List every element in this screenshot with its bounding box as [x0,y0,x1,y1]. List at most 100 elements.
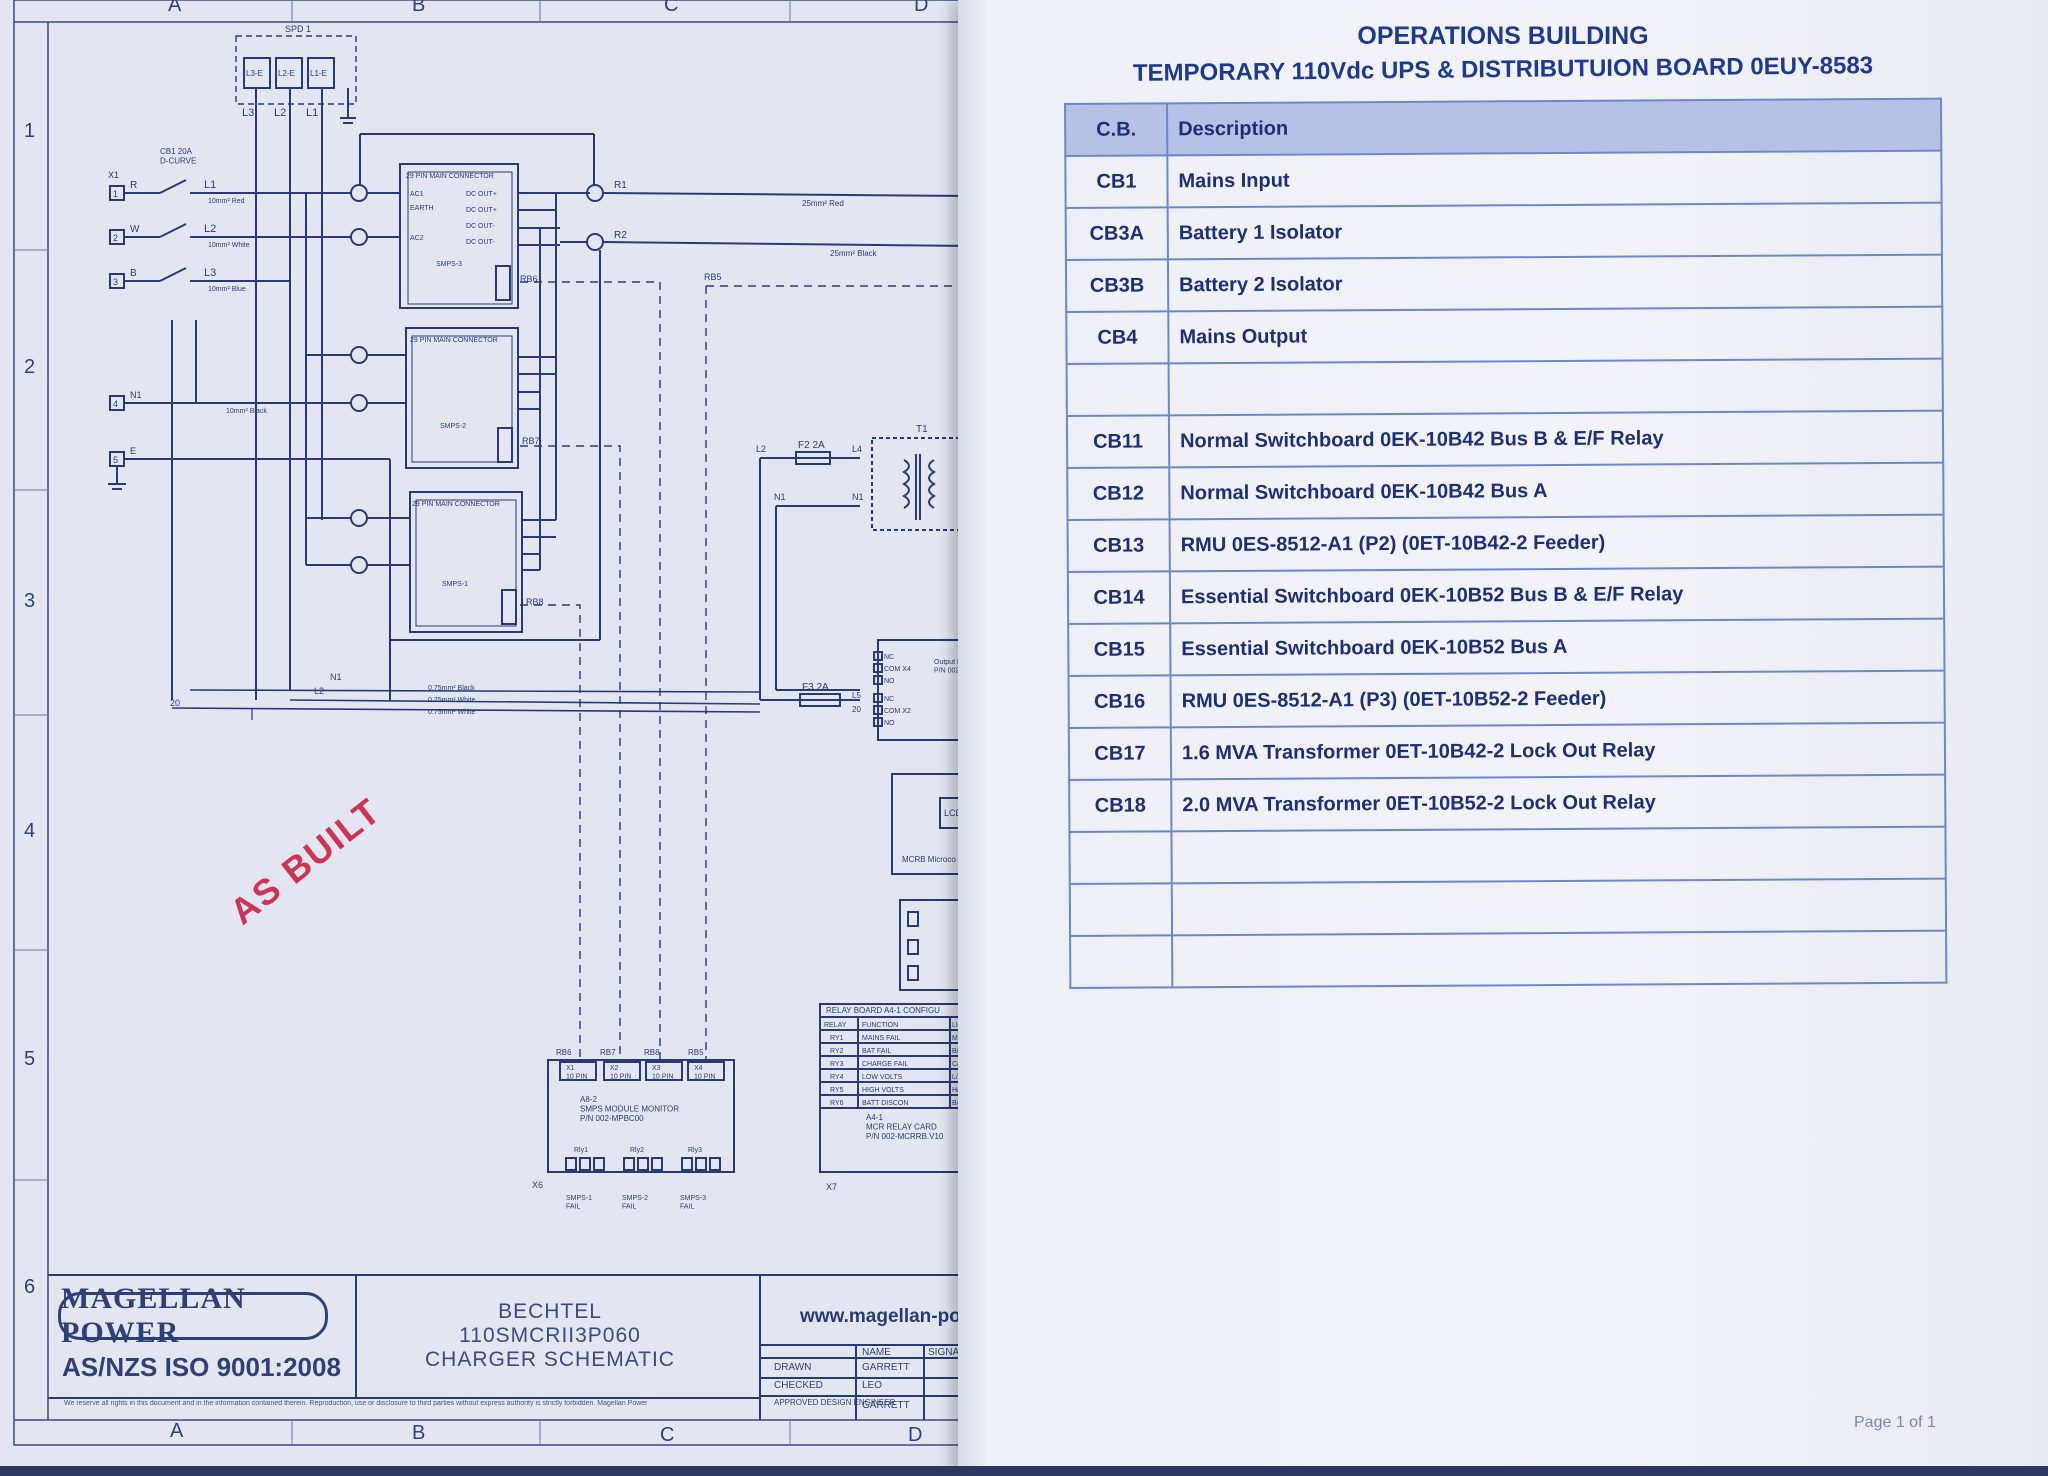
cb-cell: CB1 [1065,155,1168,208]
description-cell: Essential Switchboard 0EK-10B52 Bus A [1170,618,1945,676]
smps3-relay-label: RB6 [520,274,538,284]
fuse-f3-label: F3 2A [802,682,829,693]
relay-table-cell: RY6 [830,1100,844,1107]
distribution-board-sheet: OPERATIONS BUILDING TEMPORARY 110Vdc UPS… [958,0,2048,1476]
grid-number-3: 3 [24,590,36,612]
neutral-label: N1 [130,390,142,400]
spd-cell-l1: L1-E [310,69,327,78]
cb-cell: CB3A [1065,207,1168,260]
sign-name-approved: GARRETT [862,1400,910,1411]
monitor-relay-3: Rly3 [688,1147,702,1154]
grid-letter-a-top: A [168,0,182,16]
low-cable-white-2: 0.75mm² White [428,709,476,716]
smps1-relay-label: RB8 [526,597,544,607]
smps3-ac1: AC1 [410,191,424,198]
smps3-dc-out-3: DC OUT- [466,223,495,230]
cb-cell [1069,831,1172,884]
fuse-line-n1-right: N1 [852,492,864,502]
relay-table-cell: B/ [952,1048,959,1055]
table-row [1069,878,1947,936]
grid-number-1: 1 [24,120,36,142]
table-row [1069,826,1946,884]
smps3-dc-out-2: DC OUT+ [466,207,497,214]
grid-number-2: 2 [24,356,36,378]
table-row [1066,358,1943,416]
input-terminal-4: 4 [113,399,118,409]
low-cable-white-1: 0.75mm² White [428,697,476,704]
cb-cell [1066,363,1169,416]
description-cell [1171,826,1946,884]
description-cell [1168,358,1943,416]
fuse-f2-label: F2 2A [798,440,825,451]
relay-table-cell: M/ [952,1035,960,1042]
output-cable-black: 25mm² Black [830,249,878,258]
sheet-title: OPERATIONS BUILDING [1357,22,1649,50]
grid-letter-b-top: B [412,0,426,16]
monitor-terminal-rb8: RB8 [644,1048,660,1057]
relay-table-cell: RY3 [830,1061,844,1068]
cb-cell: CB11 [1066,415,1170,468]
input-terminal-label: X1 [108,170,119,180]
iso-certification: AS/NZS ISO 9001:2008 [62,1352,341,1382]
spd-phase-l3: L3 [242,107,254,119]
spd-phase-l2: L2 [274,107,286,119]
monitor-terminal-rb5: RB5 [688,1048,704,1057]
input-phase-r: R [130,180,137,191]
fuse-line-20: 20 [852,705,861,714]
magellan-power-logo: MAGELLAN POWER [58,1282,328,1349]
sign-header-signature: SIGNATU [928,1347,972,1358]
smps3-ac2: AC2 [410,235,424,242]
spd-cell-l3: L3-E [246,69,263,78]
smps3-earth: EARTH [410,205,434,212]
cb-cell: CB14 [1067,571,1171,624]
table-header-row: C.B. Description [1065,98,1942,156]
drawing-title-line-2: 110SMCRII3P060 [459,1324,641,1347]
relay-table-cell: RY4 [830,1074,844,1081]
grid-number-5: 5 [24,1048,36,1070]
table-row [1070,930,1947,988]
low-line-l2: L2 [314,686,324,696]
monitor-terminal-rb6: RB6 [556,1048,572,1057]
grid-letter-c-bottom: C [660,1424,675,1446]
input-phase-b: B [130,268,137,279]
website-link: www.magellan-powe [800,1306,972,1327]
description-cell: 2.0 MVA Transformer 0ET-10B52-2 Lock Out… [1171,774,1946,832]
relay-table-cell: RY2 [830,1048,844,1055]
relay-table-cell: RY1 [830,1035,844,1042]
fuse-line-l5: L5 [852,691,861,700]
output-cable-red: 25mm² Red [802,199,844,208]
input-phase-w: W [130,224,140,235]
transformer-label: T1 [916,424,928,435]
column-header-description: Description [1167,98,1942,156]
smps2-unit-label: SMPS-2 [440,423,466,430]
monitor-terminal-rb7: RB7 [600,1048,616,1057]
sign-header-name: NAME [862,1347,891,1358]
input-terminal-2: 2 [113,233,118,243]
description-cell: Normal Switchboard 0EK-10B42 Bus B & E/F… [1168,410,1944,468]
drawing-title: BECHTEL 110SMCRII3P060 CHARGER SCHEMATIC [360,1300,740,1372]
column-header-cb: C.B. [1065,103,1168,156]
desk-edge [0,1466,2048,1476]
relay-table-title: RELAY BOARD A4-1 CONFIGU [826,1006,940,1015]
output-r1: R1 [614,180,627,191]
monitor-relay-1: Rly1 [574,1147,588,1154]
smps3-dc-out-1: DC OUT+ [466,191,497,198]
input-line-l1: L1 [204,179,216,191]
description-cell: 1.6 MVA Transformer 0ET-10B42-2 Lock Out… [1170,722,1946,780]
sign-name-drawn: GARRETT [862,1362,910,1373]
cb-cell: CB12 [1067,467,1170,520]
cb-cell: CB13 [1067,519,1170,572]
spd-phase-l1: L1 [306,107,318,119]
monitor-x6-label: X6 [532,1180,543,1190]
description-cell: RMU 0ES-8512-A1 (P3) (0ET-10B52-2 Feeder… [1170,670,1945,728]
relay-table-cell: BATT DISCON [862,1100,908,1107]
